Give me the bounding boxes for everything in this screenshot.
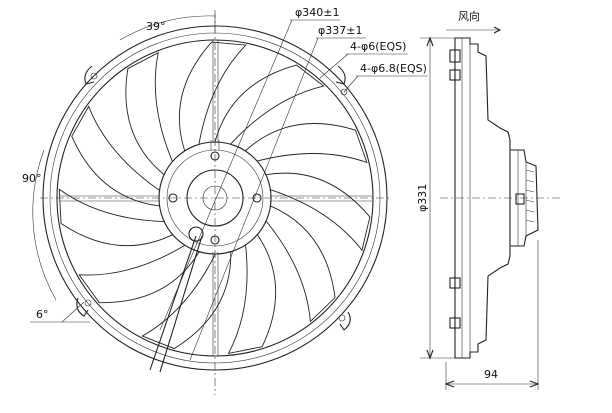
mount-hole (84, 299, 92, 307)
front-view (40, 10, 390, 395)
shroud-profile (454, 37, 511, 359)
fan-blade (265, 205, 336, 323)
mount-hole (340, 88, 348, 96)
cable (149, 235, 197, 371)
fan-blade (71, 105, 160, 207)
holes-68-label: 4-φ6.8(EQS) (360, 62, 427, 75)
fan-blades (58, 41, 371, 355)
mount-hole (90, 72, 98, 80)
mount-hole (338, 314, 346, 322)
depth-94-label: 94 (484, 368, 498, 381)
front-dimensions: 39° 90° 6° φ340±1 φ337±1 4-φ6(EQS) 4-φ6.… (22, 6, 428, 361)
angle-6-label: 6° (36, 308, 49, 321)
angle-39-label: 39° (146, 20, 166, 33)
fan-blade (265, 172, 371, 252)
dia-340-label: φ340±1 (295, 6, 339, 19)
wind-direction-label: 风向 (458, 9, 480, 23)
mounting-ears (76, 65, 351, 331)
fan-blade (179, 41, 247, 152)
fan-blade (227, 234, 277, 355)
holes-6-label: 4-φ6(EQS) (350, 40, 406, 53)
fan-blade (125, 51, 173, 176)
fan-blade (214, 64, 325, 145)
dia-337-label: φ337±1 (318, 24, 362, 37)
center-lines (40, 10, 390, 395)
side-view: 风向 φ331 94 (416, 9, 560, 390)
fan-blade (58, 188, 173, 247)
cable-grommet (188, 226, 204, 242)
angle-90-label: 90° (22, 172, 42, 185)
fan-blade (141, 251, 232, 350)
cable (159, 235, 203, 373)
fan-blade (244, 123, 368, 164)
fan-blade (78, 244, 200, 304)
height-331-label: φ331 (416, 184, 429, 212)
